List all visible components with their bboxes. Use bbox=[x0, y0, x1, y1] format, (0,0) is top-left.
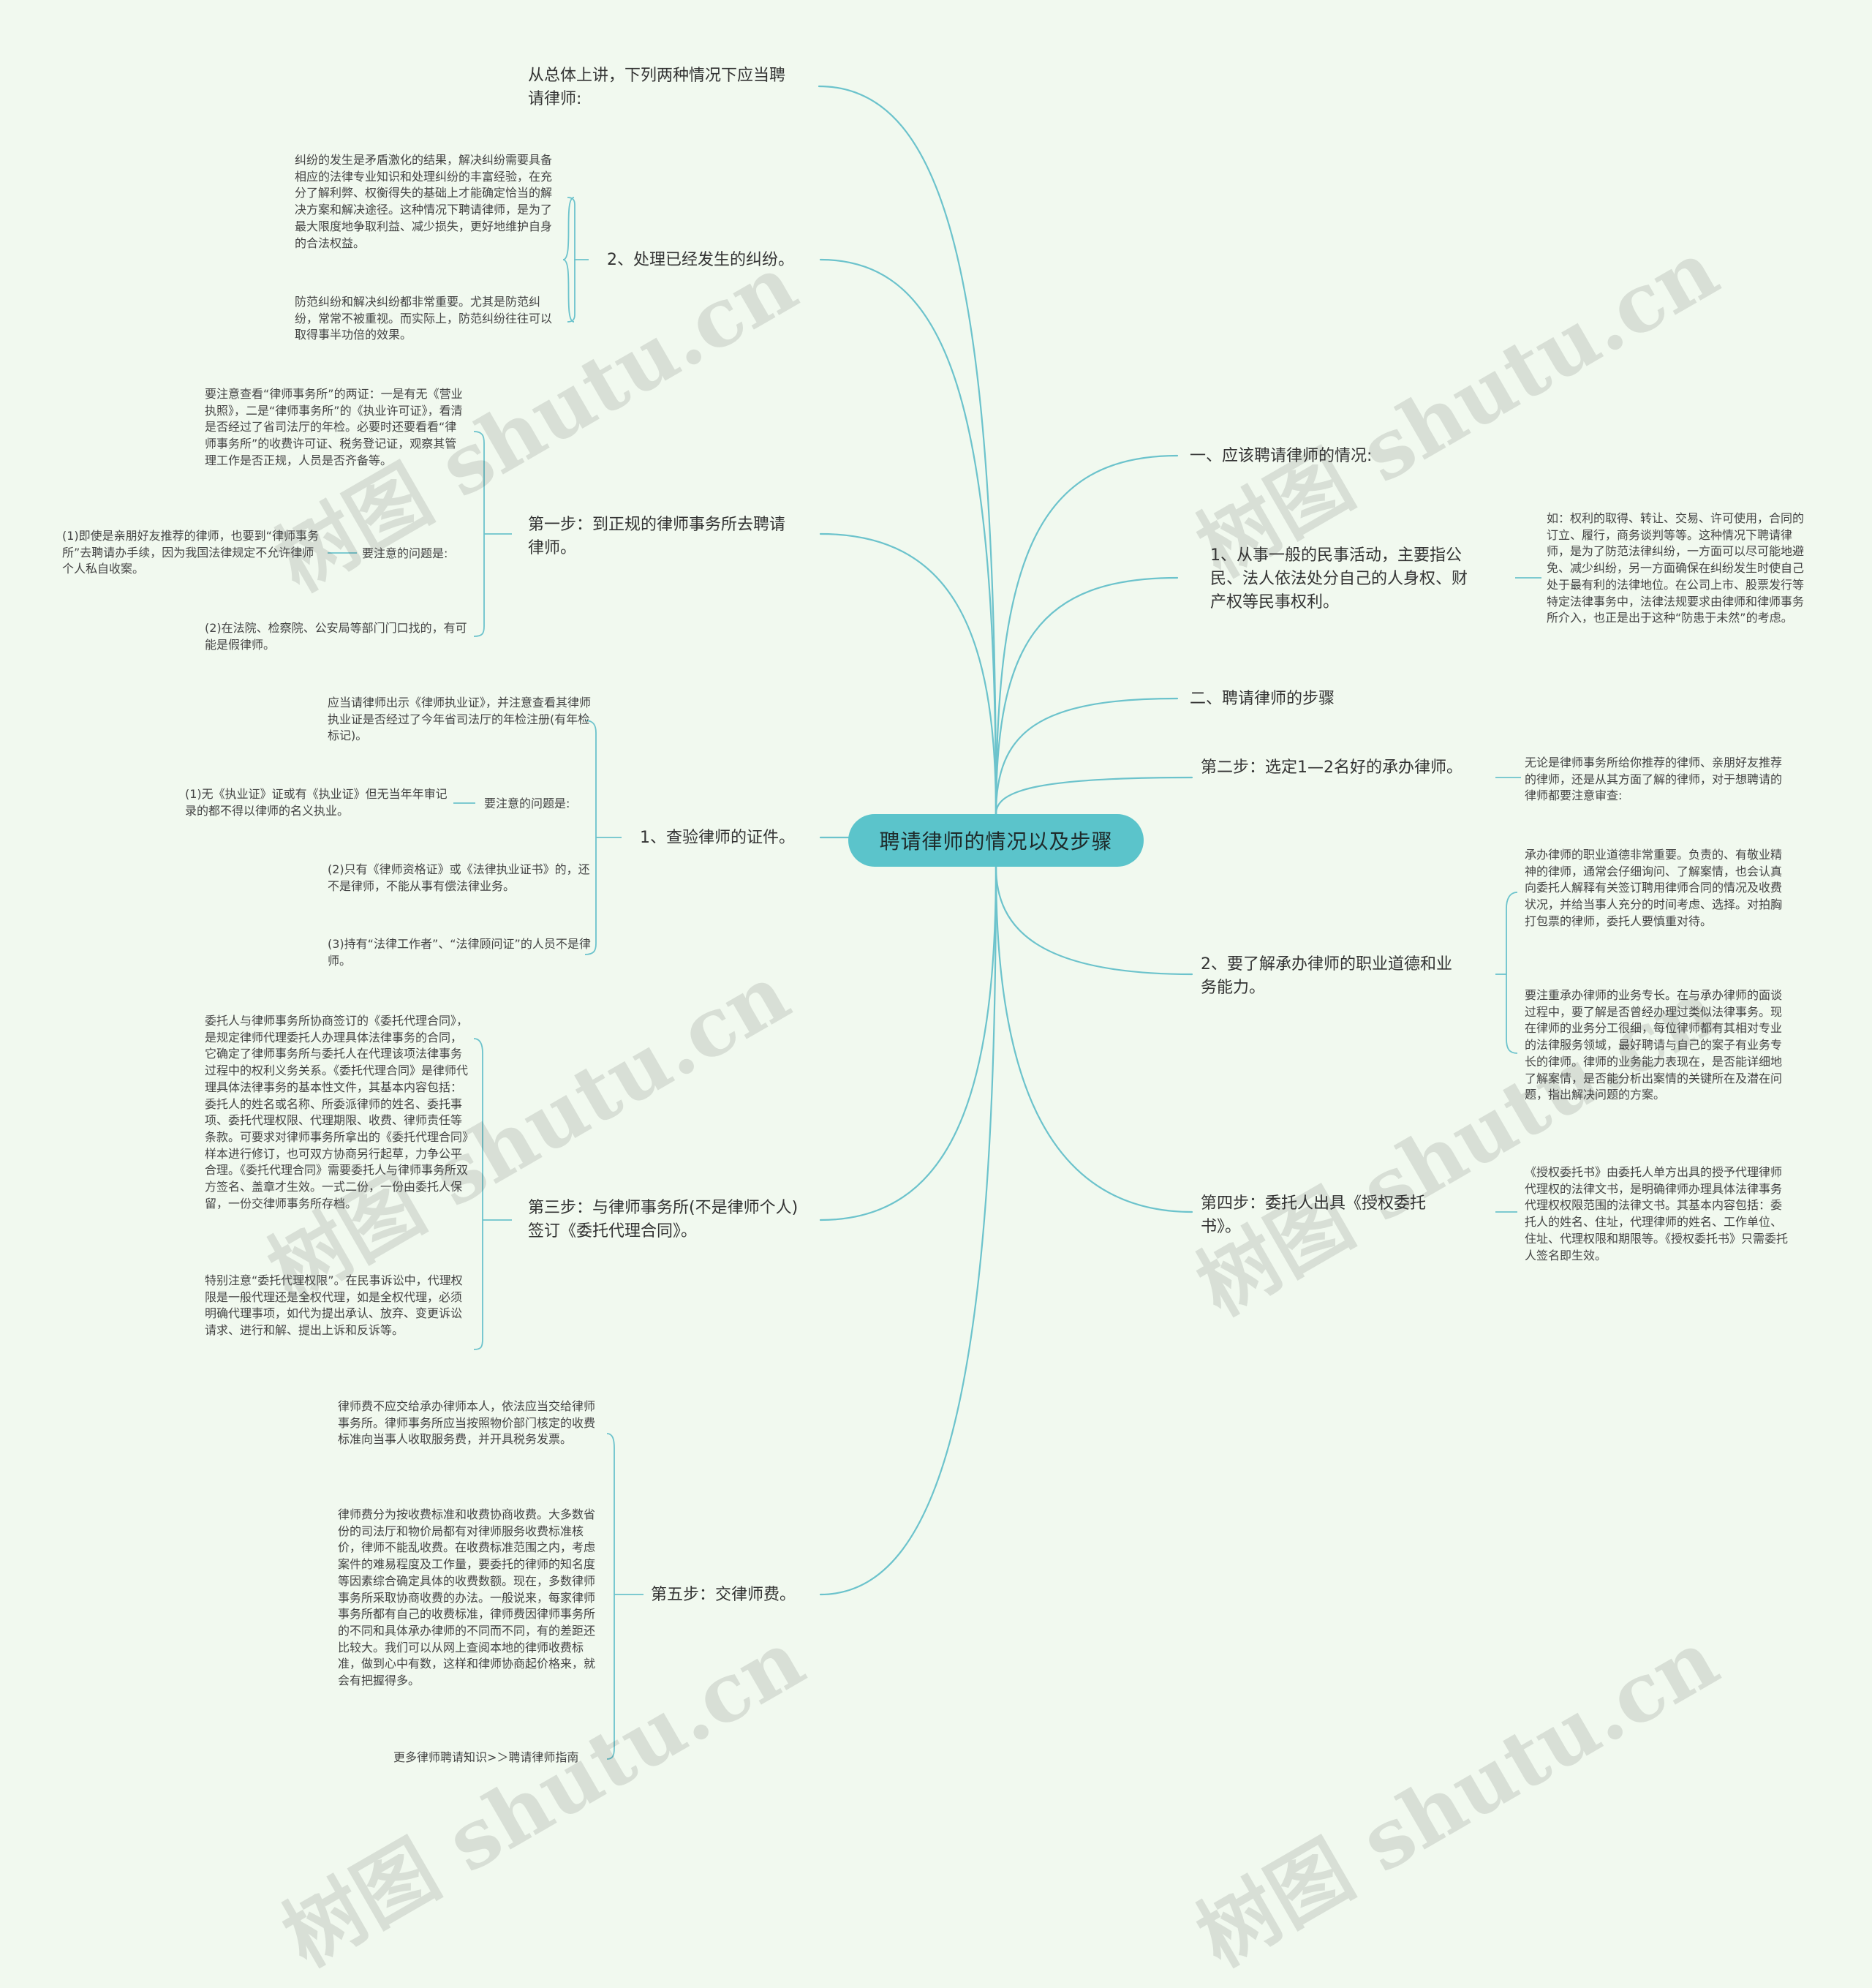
leaf-check-sub: 要注意的问题是: bbox=[484, 797, 570, 810]
link-intro bbox=[818, 85, 997, 816]
connector-lines bbox=[328, 85, 1541, 1760]
leaf-dispute-2: 防范纠纷和解决纠纷都非常重要。尤其是防范纠纷，常常不被重视。而实际上，防范纠纷往… bbox=[295, 295, 553, 342]
leaf-ethics: 承办律师的职业道德非常重要。负责的、有敬业精神的律师，通常会仔细询问、了解案情，… bbox=[1525, 848, 1783, 928]
leaf-step1-1: 要注意查看“律师事务所”的两证：一是有无《营业执照》，二是“律师事务所”的《执业… bbox=[205, 387, 463, 467]
link-step3 bbox=[819, 865, 997, 1221]
leaf-step3-1: 委托人与律师事务所协商签订的《委托代理合同》，是规定律师代理委托人办理具体法律事… bbox=[205, 1014, 469, 1211]
link-b2 bbox=[819, 258, 997, 816]
branch-step5[interactable]: 第五步：交律师费。 bbox=[651, 1586, 796, 1604]
leaf-step1-subleaf: (1)即使是亲朋好友推荐的律师，也要到“律师事务所”去聘请办手续，因为我国法律规… bbox=[62, 529, 319, 576]
leaf-step5-1: 律师费不应交给承办律师本人，依法应当交给律师事务所。律师事务所应当按照物价部门核… bbox=[338, 1399, 596, 1447]
branch-step3[interactable]: 第三步：与律师事务所(不是律师个人)签订《委托代理合同》。 bbox=[528, 1199, 799, 1240]
leaf-check-4: (3)持有“法律工作者”、“法律顾问证”的人员不是律师。 bbox=[328, 937, 591, 968]
branch-step4[interactable]: 第四步：委托人出具《授权委托书》。 bbox=[1201, 1194, 1427, 1236]
leaf-step5-2: 律师费分为按收费标准和收费协商收费。大多数省份的司法厅和物价局都有对律师服务收费… bbox=[338, 1507, 596, 1688]
branch-step1[interactable]: 第一步：到正规的律师事务所去聘请律师。 bbox=[528, 516, 786, 557]
root-label: 聘请律师的情况以及步骤 bbox=[879, 829, 1113, 854]
branch-handle-dispute[interactable]: 2、处理已经发生的纠纷。 bbox=[607, 251, 794, 269]
link-r2 bbox=[994, 865, 1193, 976]
leaf-dispute-1: 纠纷的发生是矛盾激化的结果，解决纠纷需要具备相应的法律专业知识和处理纠纷的丰富经… bbox=[295, 153, 553, 250]
link-step5 bbox=[819, 865, 997, 1596]
leaf-step1-3: (2)在法院、检察院、公安局等部门门口找的，有可能是假律师。 bbox=[205, 621, 467, 652]
root-node[interactable]: 聘请律师的情况以及步骤 bbox=[848, 814, 1144, 867]
leaf-civil-activity: 如：权利的取得、转让、交易、许可使用，合同的订立、履行，商务谈判等等。这种情况下… bbox=[1547, 511, 1805, 625]
leaf-step4: 《授权委托书》由委托人单方出具的授予代理律师代理权的法律文书，是明确律师办理具体… bbox=[1525, 1165, 1789, 1262]
link-h1 bbox=[994, 454, 1179, 816]
leaf-check-subleaf: (1)无《执业证》证或有《执业证》但无当年年审记录的都不得以律师的名义执业。 bbox=[185, 787, 448, 818]
leaf-check-1: 应当请律师出示《律师执业证》，并注意查看其律师执业证是否经过了今年省司法厅的年检… bbox=[328, 696, 592, 743]
branch-civil-activity[interactable]: 1、从事一般的民事活动，主要指公民、法人依法处分自己的人身权、财产权等民事权利。 bbox=[1210, 546, 1468, 611]
branch-ethics-ability[interactable]: 2、要了解承办律师的职业道德和业务能力。 bbox=[1201, 955, 1452, 997]
branch-check-certificate[interactable]: 1、查验律师的证件。 bbox=[640, 829, 795, 847]
leaf-step5-more[interactable]: 更多律师聘请知识>＞聘请律师指南 bbox=[393, 1750, 579, 1764]
leaf-ability: 要注重承办律师的业务专长。在与承办律师的面谈过程中，要了解是否曾经办理过类似法律… bbox=[1525, 988, 1783, 1102]
leaf-step1-sub: 要注意的问题是: bbox=[362, 546, 448, 560]
link-r1 bbox=[994, 576, 1179, 816]
leaf-step3-2: 特别注意“委托代理权限”。在民事诉讼中，代理权限是一般代理还是全权代理，如是全权… bbox=[205, 1273, 463, 1338]
link-step2 bbox=[994, 776, 1193, 816]
branch-intro[interactable]: 从总体上讲，下列两种情况下应当聘请律师: bbox=[528, 67, 786, 108]
link-step4 bbox=[994, 865, 1193, 1213]
leaf-check-3: (2)只有《律师资格证》或《法律执业证书》的，还不是律师，不能从事有偿法律业务。 bbox=[328, 862, 590, 893]
branch-step2[interactable]: 第二步：选定1—2名好的承办律师。 bbox=[1201, 758, 1462, 777]
link-step1 bbox=[819, 532, 997, 816]
branch-steps[interactable]: 二、聘请律师的步骤 bbox=[1190, 690, 1335, 708]
leaf-step2: 无论是律师事务所给你推荐的律师、亲朋好友推荐的律师，还是从其方面了解的律师，对于… bbox=[1525, 756, 1783, 803]
branch-when-to-hire[interactable]: 一、应该聘请律师的情况: bbox=[1190, 447, 1373, 465]
link-h2 bbox=[994, 697, 1179, 816]
